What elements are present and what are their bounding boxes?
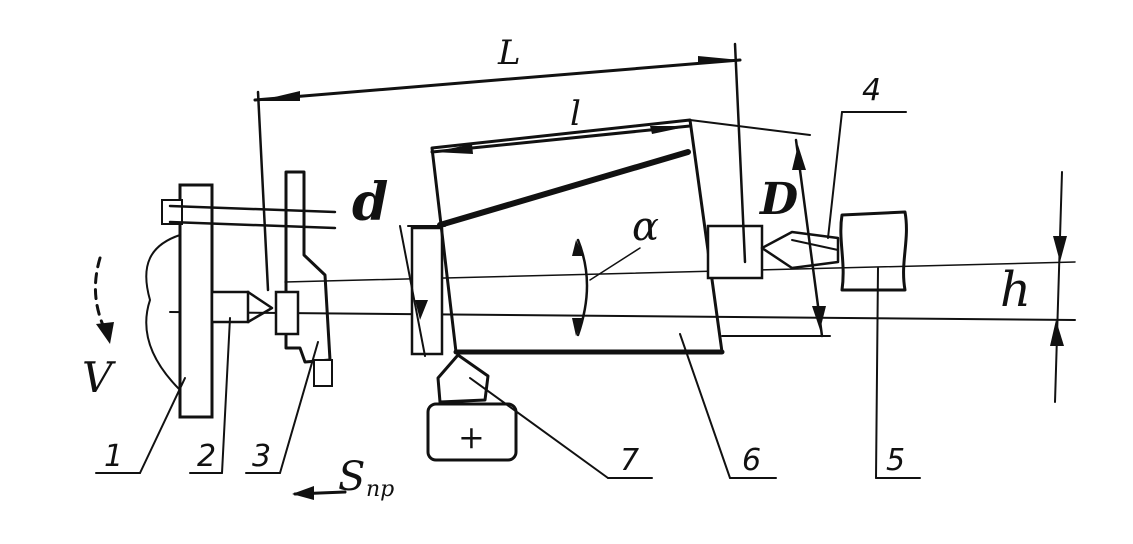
label-d: d [352,172,388,233]
label-h: h [1000,262,1031,318]
workpiece [430,118,811,355]
driving-rod [168,204,337,230]
part-number-7: 7 [620,443,639,478]
part-number-6: 6 [742,443,761,478]
dimension-l [430,124,692,154]
dimension-d [399,225,446,357]
center-lines [169,261,1076,321]
driver-dog [274,170,333,387]
cutting-tool [426,353,518,462]
dimension-D [721,138,831,338]
tailstock-quill [839,210,908,292]
label-S-sub: пр [366,477,394,502]
faceplate [145,183,214,419]
label-D: D [758,174,798,225]
part-number-5: 5 [886,443,905,478]
part-number-1: 1 [104,439,123,474]
tailstock-center [760,230,840,270]
headstock-center [210,290,274,324]
leader-lines [95,111,921,479]
large-journal [706,224,764,280]
dimension-h [1050,171,1067,403]
small-journal [410,226,444,356]
label-S: S [338,454,365,500]
feed-arrow [292,486,347,500]
dimension-L [253,42,747,292]
part-number-4: 4 [862,73,881,108]
angle-alpha [572,238,641,337]
label-V: V [82,353,116,402]
label-L: L [497,33,521,73]
speed-arrow [94,256,114,344]
label-alpha: α [632,204,659,250]
label-l: l [570,94,581,134]
part-number-3: 3 [252,439,271,474]
label-plus: + [458,418,485,456]
part-number-2: 2 [197,439,216,474]
